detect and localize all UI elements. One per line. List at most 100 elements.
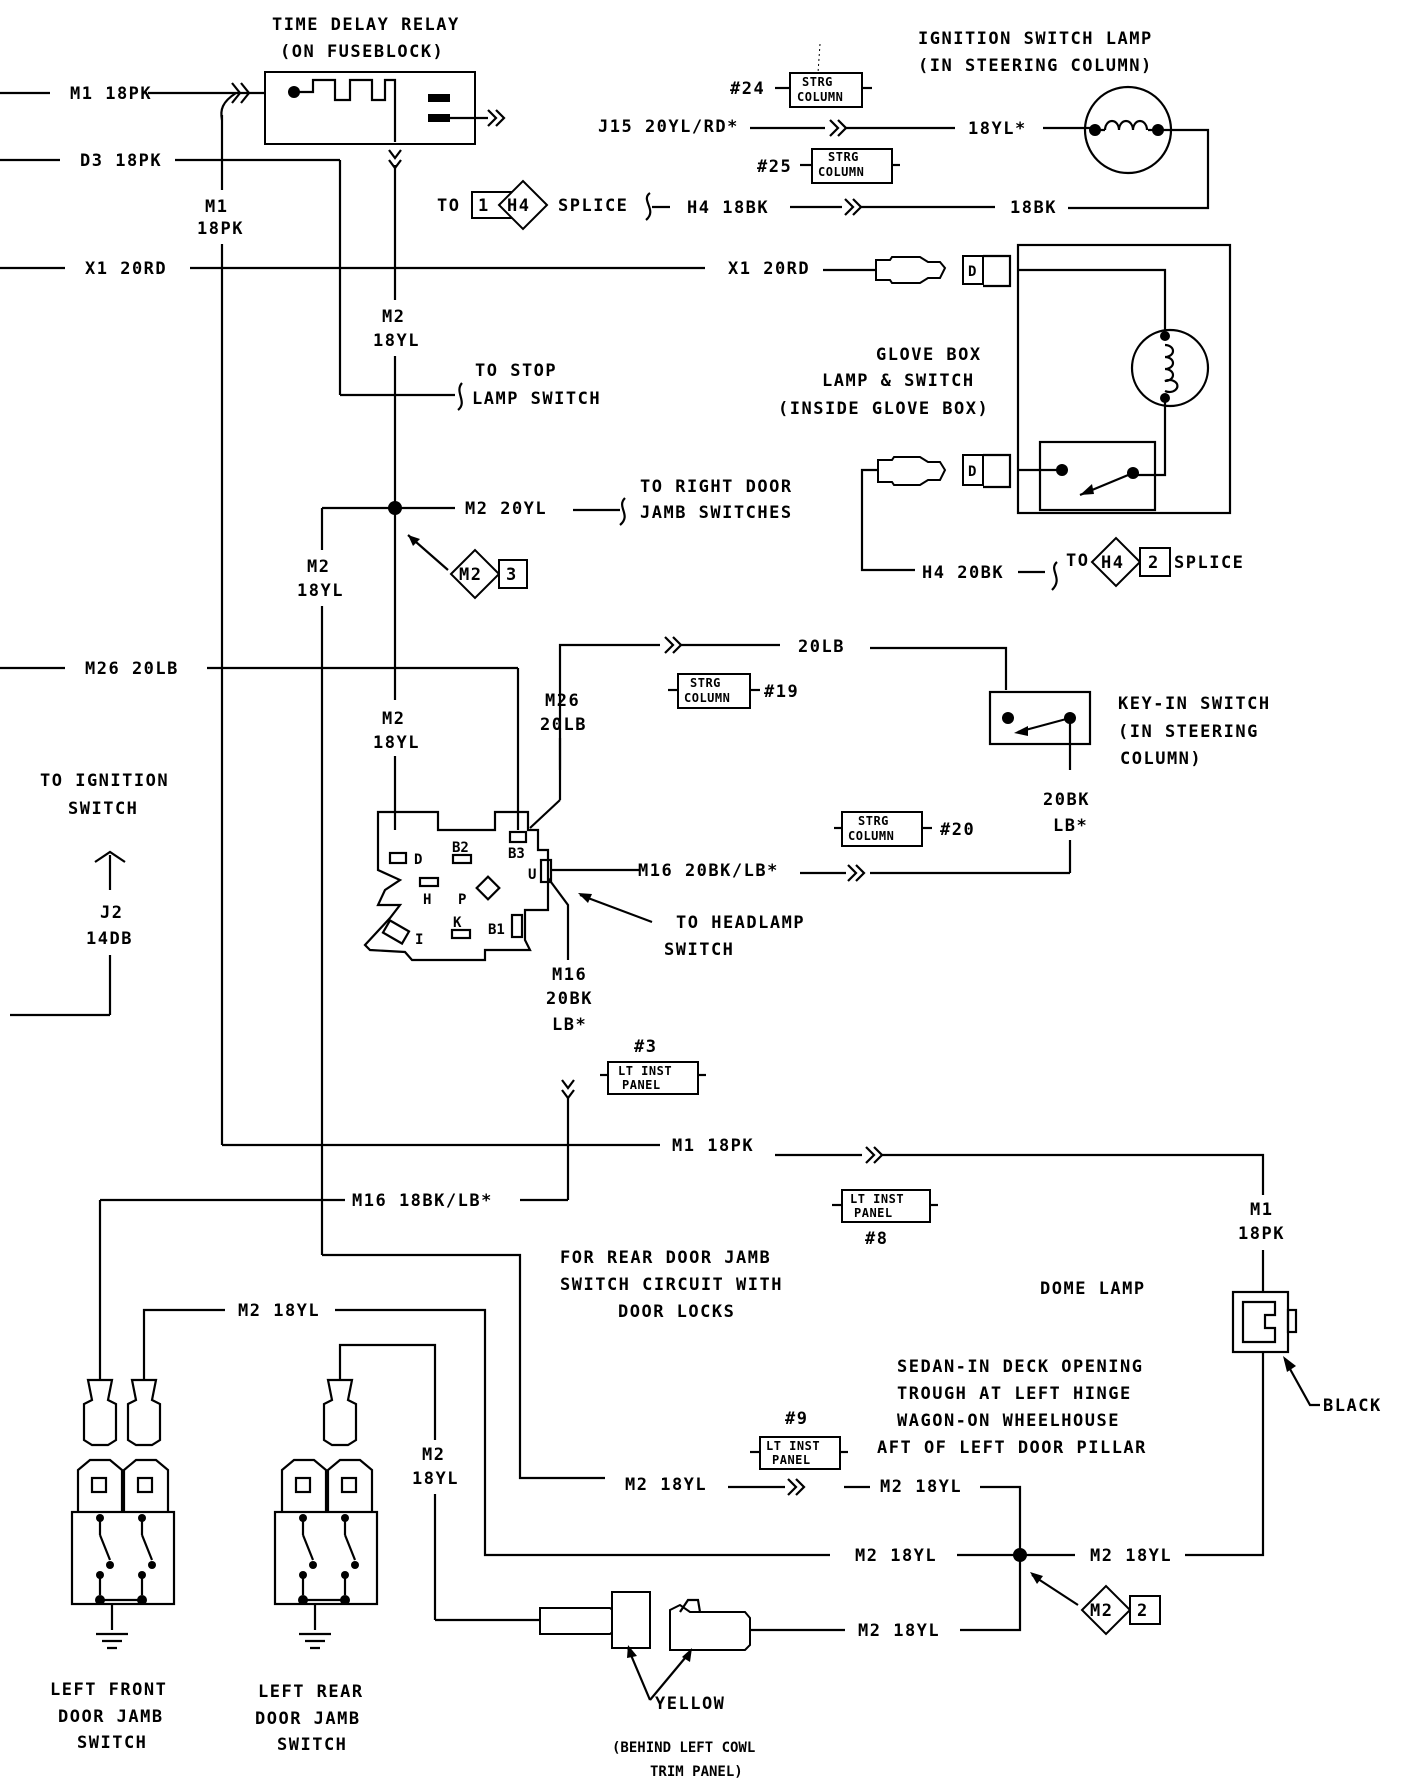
svg-text:3: 3 [506, 565, 518, 585]
connector-20: STRG COLUMN #20 [834, 811, 974, 847]
svg-text:LT INST: LT INST [618, 1064, 672, 1078]
lr-switch-line2: DOOR JAMB [255, 1709, 361, 1729]
wire-label-m2-18yl-top: M2 18YL [238, 1301, 320, 1321]
svg-text:H4: H4 [507, 196, 530, 216]
ignition-switch-lamp: IGNITION SWITCH LAMP (IN STEERING COLUMN… [918, 29, 1210, 210]
svg-text:STRG: STRG [828, 150, 859, 164]
rear-note-line1: FOR REAR DOOR JAMB [560, 1248, 771, 1268]
svg-text:J2: J2 [100, 903, 123, 923]
ignition-switch-line1: TO IGNITION [40, 771, 169, 791]
right-door-line1: TO RIGHT DOOR [640, 477, 793, 497]
headlamp-line2: SWITCH [664, 940, 734, 960]
svg-text:2: 2 [1137, 1601, 1149, 1621]
cowl-line2: TRIM PANEL) [650, 1764, 743, 1778]
glove-box-line3: (INSIDE GLOVE BOX) [778, 399, 989, 419]
svg-text:M2: M2 [382, 709, 405, 729]
svg-text:I: I [415, 932, 423, 948]
svg-text:SPLICE: SPLICE [1174, 553, 1244, 573]
svg-text:SPLICE: SPLICE [558, 196, 628, 216]
stop-lamp-line2: LAMP SWITCH [472, 389, 601, 409]
lr-switch-line1: LEFT REAR [258, 1682, 364, 1702]
svg-text:B2: B2 [452, 840, 469, 856]
ignition-switch-feed: TO IGNITION SWITCH J2 14DB [10, 771, 169, 1017]
svg-text:U: U [528, 867, 536, 883]
svg-text:18YL: 18YL [373, 331, 420, 351]
wire-label-h4-18bk: H4 18BK [687, 198, 769, 218]
svg-text:20BK: 20BK [546, 989, 593, 1009]
connector-19: STRG COLUMN #19 [668, 673, 799, 709]
key-in-switch: KEY-IN SWITCH (IN STEERING COLUMN) 20BK … [870, 690, 1269, 875]
wire-label-m2-18yl-c: M2 18YL [855, 1546, 937, 1566]
svg-text:TO: TO [437, 196, 460, 216]
svg-text:M26: M26 [545, 691, 580, 711]
svg-text:M1: M1 [1250, 1200, 1273, 1220]
sedan-note-line1: SEDAN-IN DECK OPENING [897, 1357, 1143, 1377]
key-in-line3: COLUMN) [1120, 749, 1202, 769]
glove-box-line2: LAMP & SWITCH [822, 371, 975, 391]
connector-25-label: #25 [757, 157, 792, 177]
m26-wire: 20LB M26 20LB [529, 636, 1008, 829]
relay-subtitle: (ON FUSEBLOCK) [280, 42, 444, 62]
m1-gauge: 18PK [197, 219, 244, 239]
svg-text:COLUMN: COLUMN [684, 691, 730, 705]
svg-text:LT INST: LT INST [850, 1192, 904, 1206]
svg-text:#9: #9 [785, 1409, 808, 1429]
svg-text:PANEL: PANEL [772, 1453, 811, 1467]
ignition-lamp-subtitle: (IN STEERING COLUMN) [918, 56, 1153, 76]
svg-text:LT INST: LT INST [766, 1439, 820, 1453]
m2-left-vertical: M2 18YL [297, 508, 605, 1480]
sedan-note-line4: AFT OF LEFT DOOR PILLAR [877, 1438, 1147, 1458]
glove-lamp-filament-icon [1164, 343, 1179, 394]
wire-label-18bk: 18BK [1010, 198, 1057, 218]
svg-text:M2: M2 [382, 307, 405, 327]
h4-18bk-wire: TO 1 H4 SPLICE H4 18BK 18BK [437, 179, 1057, 231]
svg-text:20LB: 20LB [540, 715, 587, 735]
svg-text:COLUMN: COLUMN [818, 165, 864, 179]
svg-text:18PK: 18PK [1238, 1224, 1285, 1244]
svg-text:M2: M2 [459, 565, 482, 585]
relay-title: TIME DELAY RELAY [272, 15, 460, 35]
wire-label-m26-20lb: M26 20LB [85, 659, 179, 679]
glove-box-assembly: X1 20RD D D GLOVE BOX LAMP & SWITCH (INS… [728, 243, 1244, 591]
svg-text:M2: M2 [307, 557, 330, 577]
connector-25: #25 STRG COLUMN [757, 148, 900, 184]
svg-text:2: 2 [1148, 553, 1160, 573]
ground-icon-rear [299, 1632, 331, 1650]
wire-label-m2-18yl-d: M2 18YL [1090, 1546, 1172, 1566]
key-in-line2: (IN STEERING [1118, 722, 1259, 742]
dome-lamp-title: DOME LAMP [1040, 1279, 1146, 1299]
svg-text:LB*: LB* [1053, 816, 1088, 836]
left-inputs: M1 18PK D3 18PK X1 20RD M26 20LB [0, 84, 705, 830]
stop-lamp-line1: TO STOP [475, 361, 557, 381]
svg-text:P: P [458, 892, 466, 908]
svg-text:STRG: STRG [858, 814, 889, 828]
wire-label-m2-20yl: M2 20YL [465, 499, 547, 519]
wire-label-m1-18pk: M1 18PK [70, 84, 152, 104]
ground-icon [96, 1632, 128, 1650]
wire-label-x1-20rd-right: X1 20RD [728, 259, 810, 279]
wire-label-j15: J15 20YL/RD* [598, 117, 739, 137]
connector-24-label: #24 [730, 79, 765, 99]
lf-switch-line1: LEFT FRONT [50, 1680, 167, 1700]
right-door-line2: JAMB SWITCHES [640, 503, 793, 523]
notes: FOR REAR DOOR JAMB SWITCH CIRCUIT WITH D… [560, 1248, 1147, 1458]
svg-text:PANEL: PANEL [854, 1206, 893, 1220]
svg-text:B3: B3 [508, 846, 525, 862]
connector-24: #24 STRG COLUMN [730, 43, 872, 108]
connector-9: #9 LT INST PANEL [750, 1409, 848, 1470]
wire-label-m1-18pk-bottom: M1 18PK [672, 1136, 754, 1156]
j15-wire: J15 20YL/RD* 18YL* [598, 117, 1090, 139]
svg-text:LB*: LB* [552, 1015, 587, 1035]
ignition-lamp-title: IGNITION SWITCH LAMP [918, 29, 1153, 49]
svg-text:D: D [414, 852, 422, 868]
svg-text:18YL: 18YL [412, 1469, 459, 1489]
svg-text:H: H [423, 892, 431, 908]
svg-text:STRG: STRG [802, 75, 833, 89]
svg-text:M2: M2 [1090, 1601, 1113, 1621]
wire-label-m16-20bklb: M16 20BK/LB* [638, 861, 779, 881]
svg-text:#19: #19 [764, 682, 799, 702]
wire-label-20lb: 20LB [798, 637, 845, 657]
headlamp-line1: TO HEADLAMP [676, 913, 805, 933]
cowl-line1: (BEHIND LEFT COWL [612, 1740, 755, 1756]
